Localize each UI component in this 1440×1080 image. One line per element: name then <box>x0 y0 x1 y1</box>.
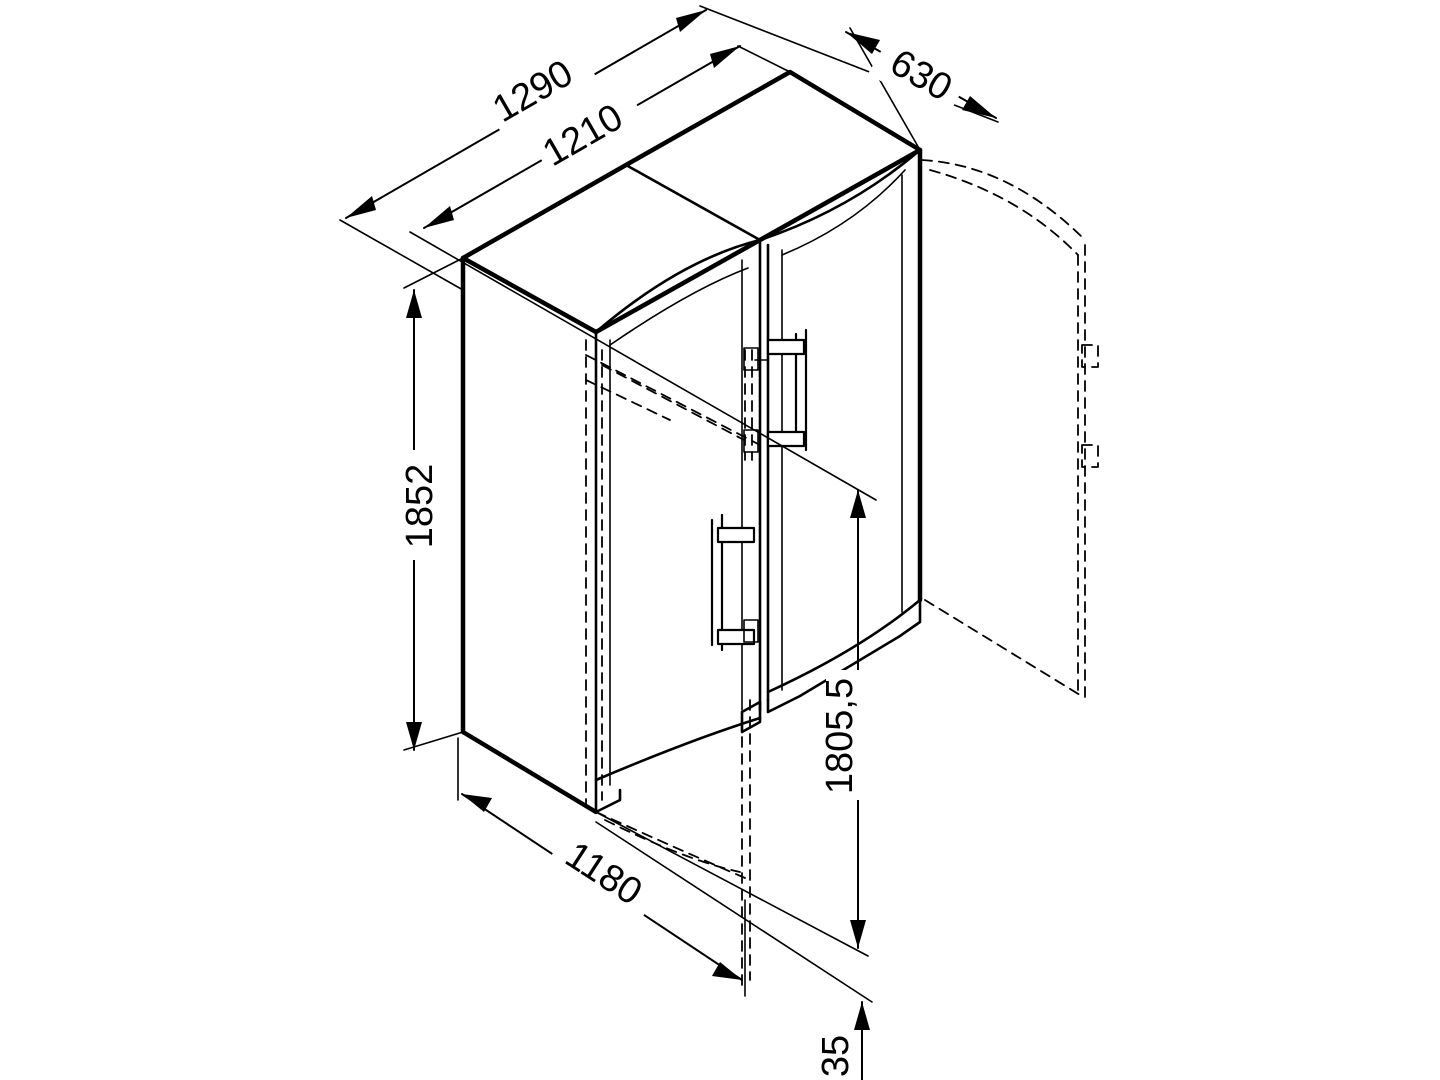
cabinet-left-side <box>460 255 599 815</box>
dimension-labels: 1290 1210 630 1852 1805,5 1180 35 <box>386 25 974 1077</box>
top-split-line <box>624 163 762 242</box>
right-door-handle <box>766 328 808 452</box>
left-plinth <box>594 700 762 814</box>
left-door-top-curve <box>594 238 762 334</box>
label-1852: 1852 <box>399 464 441 549</box>
label-1805-5: 1805,5 <box>819 678 861 794</box>
handle-bracket <box>766 338 806 356</box>
arrowheads <box>346 10 996 1030</box>
left-door <box>594 238 762 814</box>
hinge-details <box>743 347 769 643</box>
label-35: 35 <box>815 1035 857 1077</box>
left-door-handle <box>710 513 756 652</box>
right-door <box>758 148 922 714</box>
door-swing-dashed <box>585 159 1099 991</box>
